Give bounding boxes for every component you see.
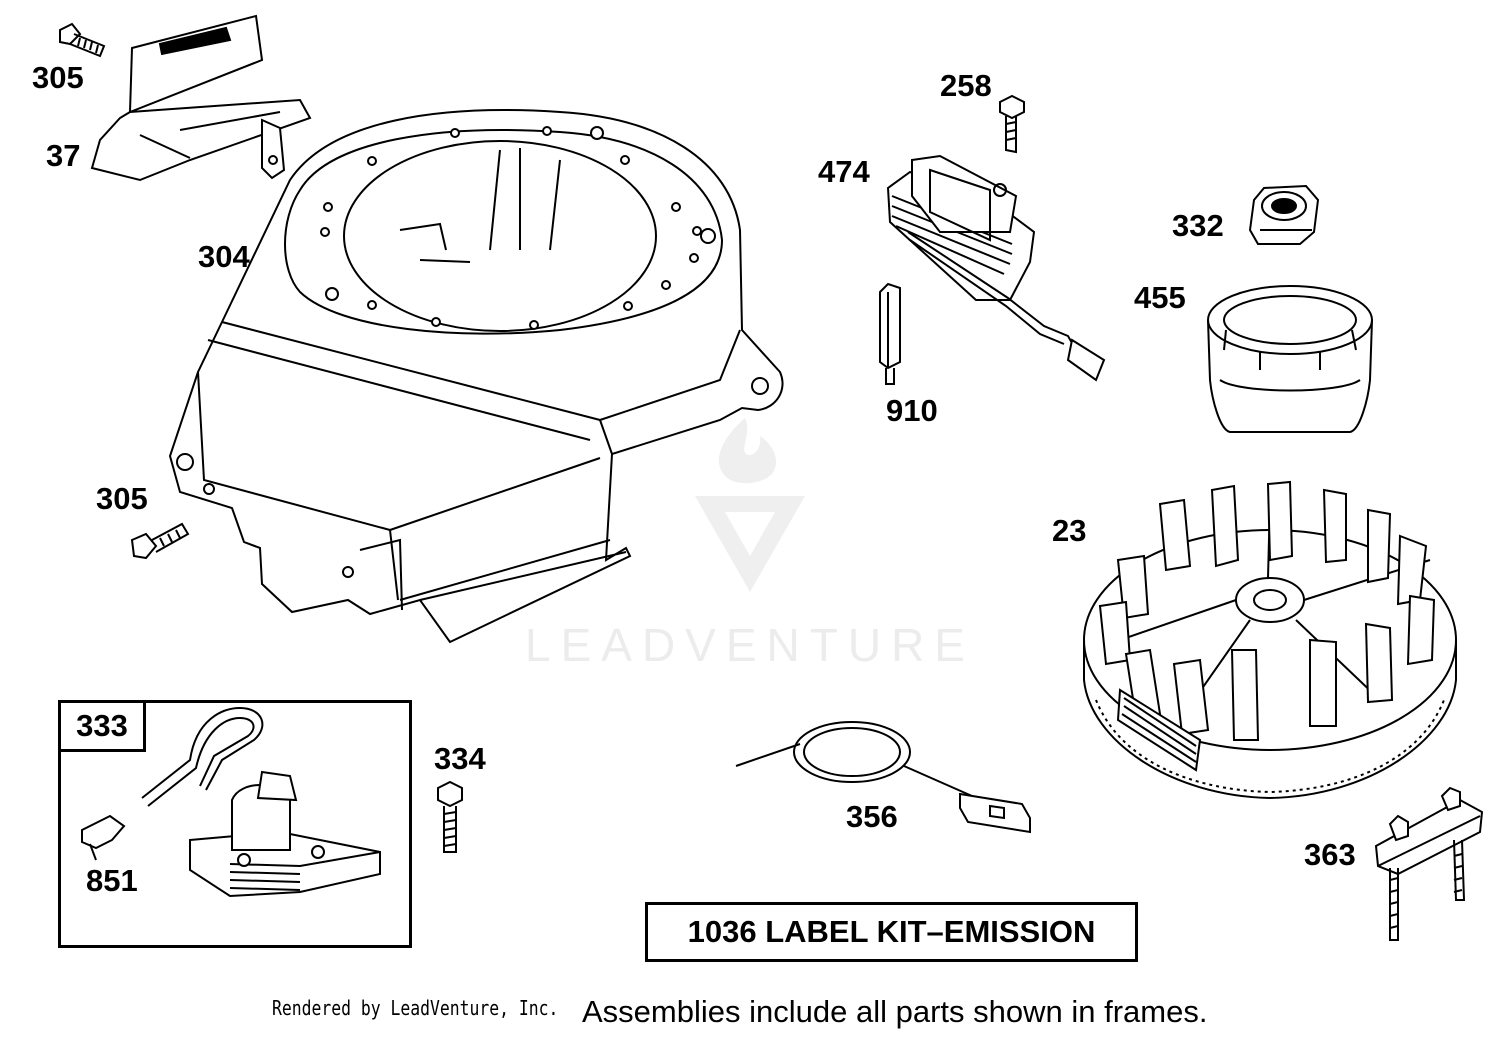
callout-356: 356: [846, 799, 898, 834]
starter-cup-455: [1208, 286, 1372, 432]
screw-305-lower: [132, 524, 188, 558]
bracket-363: [1376, 788, 1482, 940]
callout-304: 304: [198, 239, 250, 274]
callout-334: 334: [434, 741, 486, 776]
armature-333-drawing: [82, 708, 380, 896]
standoff-910: [880, 284, 900, 384]
callout-851: 851: [86, 863, 138, 898]
air-baffle-37: [92, 16, 310, 180]
callout-37: 37: [46, 138, 81, 173]
watermark-logo: [695, 418, 805, 592]
watermark-text: LEADVENTURE: [525, 619, 975, 671]
screw-334: [438, 782, 462, 852]
blower-housing-304: [170, 110, 783, 642]
label-kit-box: 1036 LABEL KIT–EMISSION: [645, 902, 1138, 962]
callout-474: 474: [818, 154, 870, 189]
footer-rendered-by: Rendered by LeadVenture, Inc.: [272, 996, 559, 1020]
screw-305-top: [60, 24, 104, 56]
callout-258: 258: [940, 68, 992, 103]
screw-258: [1000, 96, 1024, 152]
callout-455: 455: [1134, 280, 1186, 315]
callout-910: 910: [886, 393, 938, 428]
footer-assemblies-note: Assemblies include all parts shown in fr…: [582, 994, 1208, 1029]
assembly-frame-333-label: 333: [58, 700, 146, 752]
callout-305-lower: 305: [96, 481, 148, 516]
ground-wire-356: [736, 722, 1030, 832]
footer: Rendered by LeadVenture, Inc. Assemblies…: [272, 994, 1207, 1029]
assembly-frame-333: [58, 700, 412, 948]
flywheel-23: [1084, 482, 1456, 798]
callout-332: 332: [1172, 208, 1224, 243]
nut-332: [1250, 186, 1318, 244]
callout-23: 23: [1052, 513, 1087, 548]
callout-305-top: 305: [32, 60, 84, 95]
armature-474: [888, 156, 1104, 380]
callout-363: 363: [1304, 837, 1356, 872]
